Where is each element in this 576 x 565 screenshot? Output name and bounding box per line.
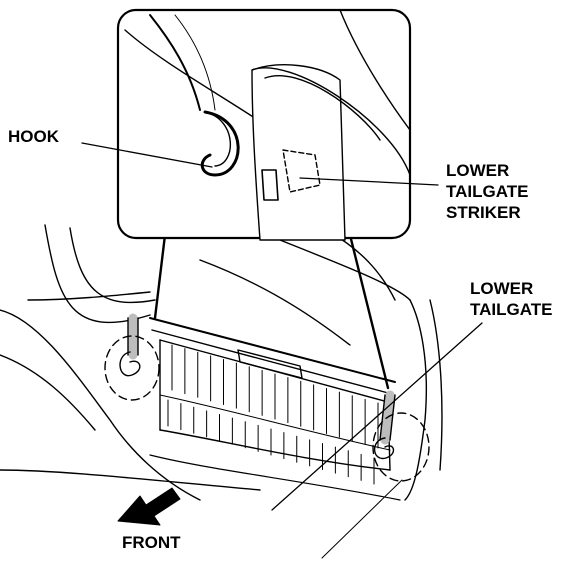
- inset-tailgate-curve: [251, 67, 411, 176]
- bed-left-wall-inner: [69, 227, 156, 304]
- label-front: FRONT: [122, 533, 181, 552]
- label-lower-tailgate: LOWER TAILGATE: [470, 278, 552, 320]
- inset-tailgate-curve-2: [264, 75, 381, 141]
- bumper: [149, 454, 401, 501]
- tailgate-ribs: [167, 344, 379, 485]
- tailgate-lower-trim: [159, 394, 391, 451]
- projection-line-right: [348, 233, 390, 390]
- tailgate-bottom: [159, 429, 391, 471]
- inset-view: [116, 8, 412, 241]
- bed-left-wall: [44, 224, 151, 324]
- tailgate-handle: [237, 349, 303, 379]
- bed-left-lower-2: [0, 354, 96, 431]
- label-striker-line-1: LOWER: [446, 161, 510, 180]
- strap-right-edge: [379, 394, 396, 441]
- front-arrow-icon: [117, 487, 181, 526]
- hook-left: [119, 351, 141, 377]
- detail-circle-left: [104, 335, 160, 401]
- label-hook: HOOK: [8, 127, 59, 146]
- leader-lines: [81, 142, 483, 559]
- bed-right-wall: [404, 299, 428, 501]
- inset-hook: [200, 110, 240, 177]
- label-tailgate-line-1: LOWER: [470, 279, 534, 298]
- inset-strap-band-2: [174, 14, 216, 111]
- leader-striker: [299, 177, 439, 186]
- hook-right: [373, 437, 395, 460]
- body-curve-2: [199, 259, 351, 346]
- label-lower-tailgate-striker: LOWER TAILGATE STRIKER: [446, 160, 528, 223]
- label-tailgate-line-2: TAILGATE: [470, 300, 553, 319]
- truck-bed-view: [0, 214, 443, 501]
- tailgate-top-inner: [151, 329, 393, 395]
- inset-striker-outline: [282, 149, 321, 193]
- leader-hook: [81, 142, 213, 168]
- inset-striker: [261, 169, 279, 201]
- bed-floor-edge: [0, 469, 261, 491]
- inset-hook-inner: [204, 111, 232, 167]
- detail-circle-right: [372, 412, 430, 482]
- label-striker-line-2: TAILGATE: [446, 182, 529, 201]
- inset-strap-band: [149, 14, 201, 111]
- bed-right-wall-2: [429, 299, 443, 471]
- bed-left-lower: [0, 309, 201, 501]
- leader-tailgate-2: [321, 479, 403, 559]
- inset-body-line: [339, 9, 411, 131]
- label-striker-line-3: STRIKER: [446, 203, 521, 222]
- projection-line-left: [153, 233, 167, 320]
- leader-tailgate: [271, 322, 483, 511]
- bed-left-rail: [27, 291, 151, 301]
- tailgate-top: [149, 317, 396, 383]
